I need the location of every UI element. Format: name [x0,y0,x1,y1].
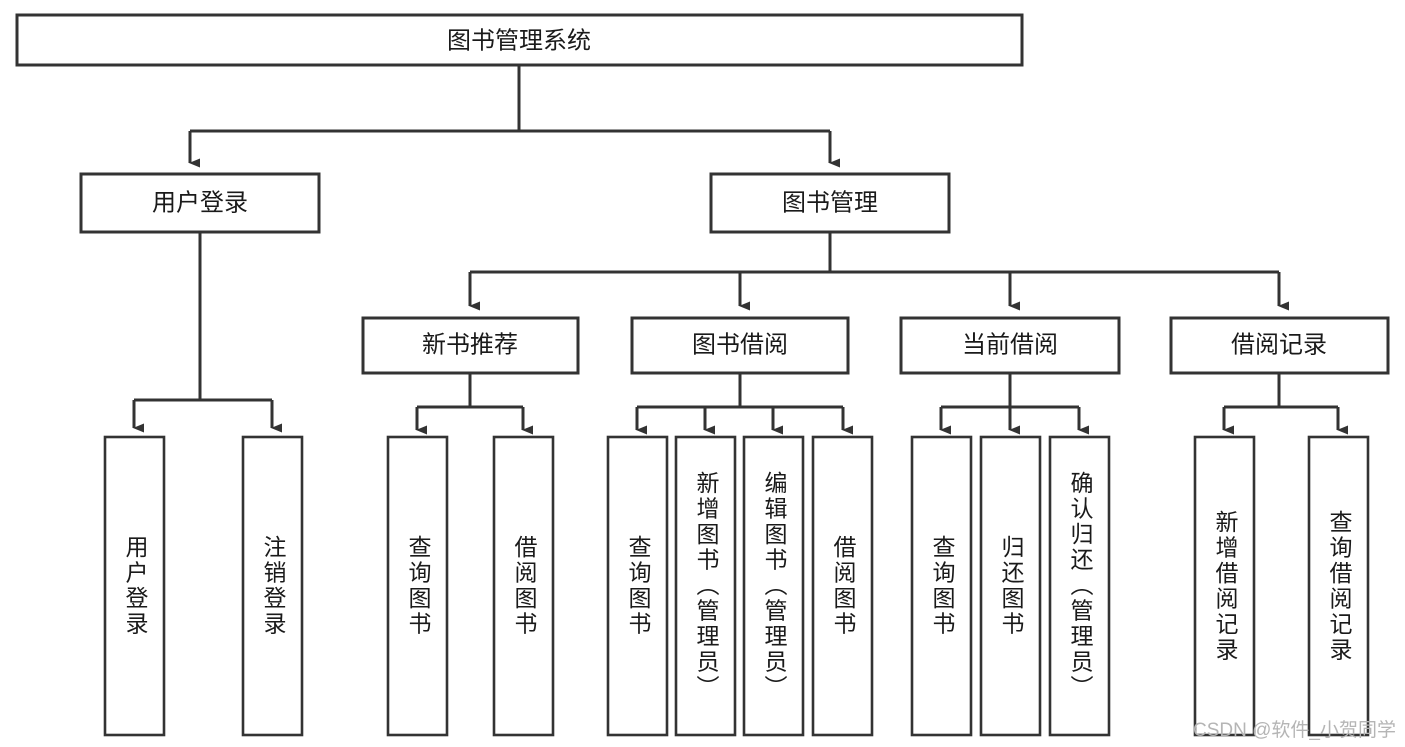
leaf-query-book-recommend-box [386,435,449,737]
leaf-user-login[interactable]: 用户登录 [103,435,166,737]
leaf-borrow-book-recommend[interactable]: 借阅图书 [492,435,555,737]
node-book-borrow[interactable]: 图书借阅 [630,316,850,375]
leaf-add-book-box [674,435,737,737]
connector-new-book-to-leaves [415,373,533,435]
leaf-add-book[interactable]: 新增图书（管理员） [674,435,737,737]
leaf-add-record-label: 新增借阅记录 [1212,509,1238,663]
leaf-query-record[interactable]: 查询借阅记录 [1307,435,1370,737]
leaf-add-book-label: 新增图书（管理员） [693,471,719,701]
leaf-query-book-borrow-box [606,435,669,737]
node-borrow-record-box [1169,316,1390,375]
node-root-box [15,13,1024,67]
leaf-query-record-box [1307,435,1370,737]
node-borrow-record[interactable]: 借阅记录 [1169,316,1390,375]
leaf-logout[interactable]: 注销登录 [241,435,304,737]
node-borrow-record-label: 借阅记录 [1231,331,1327,358]
leaf-return-book-text-wrap: 归还图书 [998,535,1024,637]
leaf-borrow-book-box [811,435,874,737]
node-book-borrow-box [630,316,850,375]
leaf-add-book-text-wrap: 新增图书（管理员） [693,471,719,701]
leaf-user-login-text-wrap: 用户登录 [122,535,148,637]
connector-user-login-to-leaves [132,232,282,433]
leaf-borrow-book-text-wrap: 借阅图书 [830,535,856,637]
leaf-add-record-box [1193,435,1256,737]
connector-book-borrow-to-leaves [635,373,853,435]
leaf-query-record-text-wrap: 查询借阅记录 [1326,509,1352,663]
leaf-borrow-book-recommend-text-wrap: 借阅图书 [511,535,537,637]
leaf-query-book-borrow-text-wrap: 查询图书 [625,535,651,637]
leaf-return-book[interactable]: 归还图书 [979,435,1042,737]
connector-book-manage-to-level3 [468,232,1289,311]
watermark-label: CSDN @软件_小贺同学 [1193,719,1396,741]
leaf-user-login-label: 用户登录 [122,535,148,637]
leaf-confirm-return-text-wrap: 确认归还（管理员） [1067,471,1093,701]
node-new-book-recommend-label: 新书推荐 [422,331,518,358]
leaf-borrow-book[interactable]: 借阅图书 [811,435,874,737]
leaf-query-book-recommend[interactable]: 查询图书 [386,435,449,737]
node-user-login-label: 用户登录 [152,189,248,216]
node-current-borrow-label: 当前借阅 [962,331,1058,358]
leaf-query-book-recommend-label: 查询图书 [405,535,431,637]
node-book-borrow-label: 图书借阅 [692,331,788,358]
leaf-return-book-label: 归还图书 [998,535,1024,637]
leaf-query-book-current-text-wrap: 查询图书 [929,535,955,637]
leaf-borrow-book-recommend-box [492,435,555,737]
node-user-login[interactable]: 用户登录 [79,172,321,234]
leaf-query-book-current-label: 查询图书 [929,535,955,637]
leaf-edit-book-label: 编辑图书（管理员） [761,471,787,701]
node-new-book-recommend-box [361,316,580,375]
leaf-borrow-book-label: 借阅图书 [830,535,856,637]
node-book-manage-label: 图书管理 [782,189,878,216]
connector-current-borrow-to-leaves [939,373,1089,435]
leaf-query-record-label: 查询借阅记录 [1326,509,1352,663]
leaf-borrow-book-recommend-label: 借阅图书 [511,535,537,637]
node-root-label: 图书管理系统 [447,27,591,54]
leaf-logout-label: 注销登录 [260,535,286,637]
leaf-confirm-return-label: 确认归还（管理员） [1067,471,1093,701]
leaf-add-record[interactable]: 新增借阅记录 [1193,435,1256,737]
connector-borrow-record-to-leaves [1222,373,1348,435]
node-new-book-recommend[interactable]: 新书推荐 [361,316,580,375]
leaf-add-record-text-wrap: 新增借阅记录 [1212,509,1238,663]
leaf-edit-book-box [742,435,805,737]
leaf-return-book-box [979,435,1042,737]
connector-root-to-level2 [188,65,840,168]
leaf-logout-text-wrap: 注销登录 [260,535,286,637]
leaf-user-login-box [103,435,166,737]
node-root[interactable]: 图书管理系统 [15,13,1024,67]
leaf-query-book-current[interactable]: 查询图书 [910,435,973,737]
leaf-confirm-return[interactable]: 确认归还（管理员） [1048,435,1111,737]
leaf-logout-box [241,435,304,737]
node-current-borrow[interactable]: 当前借阅 [899,316,1121,375]
node-current-borrow-box [899,316,1121,375]
leaf-edit-book[interactable]: 编辑图书（管理员） [742,435,805,737]
leaf-query-book-current-box [910,435,973,737]
leaf-edit-book-text-wrap: 编辑图书（管理员） [761,471,787,701]
node-book-manage-box [709,172,951,234]
leaf-query-book-recommend-text-wrap: 查询图书 [405,535,431,637]
leaf-query-book-borrow-label: 查询图书 [625,535,651,637]
leaf-confirm-return-box [1048,435,1111,737]
node-book-manage[interactable]: 图书管理 [709,172,951,234]
leaf-query-book-borrow[interactable]: 查询图书 [606,435,669,737]
